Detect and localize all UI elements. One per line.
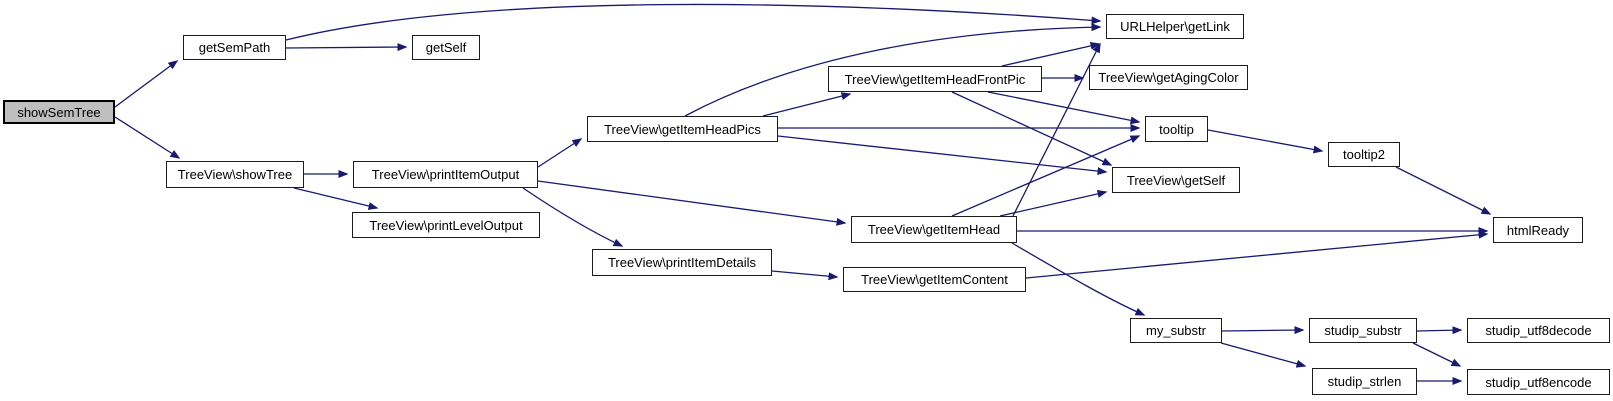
edge-getItemHeadPics-to-getLink [684, 23, 1102, 117]
edge-getItemHead-to-tooltip [951, 135, 1141, 217]
edge-tooltip2-to-htmlReady [1395, 166, 1492, 215]
edge-getItemHeadFrontPic-to-getLink [1001, 41, 1101, 67]
node-getItemHeadFrontPic[interactable]: TreeView\getItemHeadFrontPic [828, 66, 1042, 92]
node-printItemDetails[interactable]: TreeView\printItemDetails [592, 249, 772, 276]
node-getItemHead[interactable]: TreeView\getItemHead [851, 216, 1017, 243]
edge-getItemHead-to-my_substr [1011, 242, 1146, 316]
node-my_substr[interactable]: my_substr [1130, 318, 1222, 343]
edge-showTree-to-printLevelOutput [293, 187, 379, 210]
edge-getItemHead-to-treeview-getSelf [999, 189, 1108, 217]
edge-getItemHeadFrontPic-to-treeview-getSelf [951, 91, 1113, 166]
edge-printItemOutput-to-printItemDetails [522, 187, 624, 247]
node-printItemOutput[interactable]: TreeView\printItemOutput [353, 161, 538, 188]
edge-getItemHead-to-getLink [1012, 42, 1101, 217]
edge-studip_substr-to-studip_utf8encode [1412, 342, 1462, 367]
node-htmlReady[interactable]: htmlReady [1493, 217, 1583, 243]
node-getSelf[interactable]: getSelf [412, 35, 480, 60]
node-showTree[interactable]: TreeView\showTree [166, 161, 304, 188]
node-tooltip2[interactable]: tooltip2 [1328, 142, 1400, 167]
edge-tooltip-to-tooltip2 [1207, 129, 1324, 154]
node-tooltip[interactable]: tooltip [1145, 116, 1208, 142]
edge-getSemPath-to-getSelf [285, 43, 408, 52]
edge-printItemOutput-to-getItemHeadPics [537, 138, 583, 168]
node-getAgingColor[interactable]: TreeView\getAgingColor [1089, 65, 1248, 90]
node-studip_substr[interactable]: studip_substr [1309, 318, 1417, 343]
edge-getItemHeadPics-to-treeview-getSelf [777, 135, 1108, 176]
edge-getItemHeadFrontPic-to-tooltip [987, 91, 1141, 125]
edge-getSemPath-to-getLink [285, 3, 1102, 41]
edge-getItemContent-to-htmlReady [1025, 230, 1489, 279]
node-studip_utf8decode[interactable]: studip_utf8decode [1467, 318, 1610, 343]
edge-studip_substr-to-studip_utf8decode [1416, 326, 1463, 335]
node-getItemHeadPics[interactable]: TreeView\getItemHeadPics [587, 116, 778, 142]
edge-printItemOutput-to-getItemHead [537, 180, 847, 226]
edge-printItemDetails-to-getItemContent [771, 270, 839, 281]
node-studip_strlen[interactable]: studip_strlen [1312, 368, 1417, 395]
node-getLink[interactable]: URLHelper\getLink [1106, 14, 1244, 39]
node-getSemPath[interactable]: getSemPath [183, 35, 286, 60]
edge-showSemTree-to-showTree [114, 116, 181, 159]
node-showSemTree[interactable]: showSemTree [3, 100, 115, 124]
node-printLevelOutput[interactable]: TreeView\printLevelOutput [352, 212, 540, 238]
node-getItemContent[interactable]: TreeView\getItemContent [843, 267, 1026, 292]
edge-showSemTree-to-getSemPath [114, 60, 179, 108]
edge-my_substr-to-studip_strlen [1220, 342, 1307, 368]
node-studip_utf8encode[interactable]: studip_utf8encode [1467, 369, 1610, 395]
edge-getItemHeadPics-to-getItemHeadFrontPic [762, 92, 852, 117]
node-treeview-getSelf[interactable]: TreeView\getSelf [1112, 167, 1240, 193]
edge-my_substr-to-studip_substr [1221, 326, 1305, 335]
